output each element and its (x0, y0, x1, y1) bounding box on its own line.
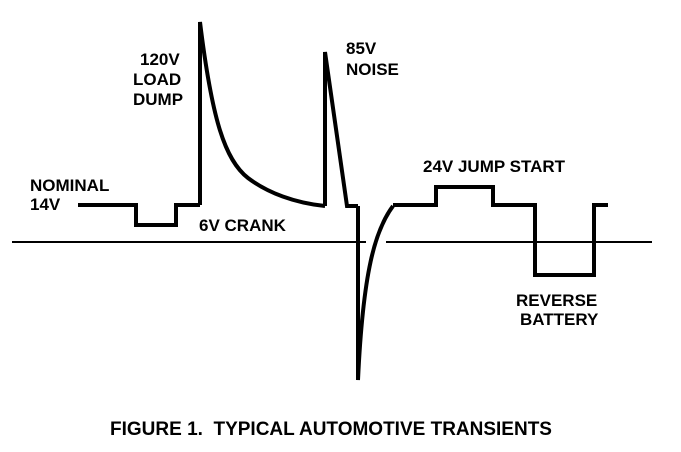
label-noise-line2: NOISE (346, 60, 399, 79)
label-reverse-line1: REVERSE (516, 291, 597, 310)
label-load-dump-line1: 120V (140, 50, 180, 69)
jump-start-and-reverse-trace (393, 185, 608, 277)
noise-spike-trace (323, 51, 358, 208)
label-nominal-line2: 14V (30, 195, 61, 214)
negative-spike-trace (356, 204, 395, 381)
label-crank: 6V CRANK (199, 216, 287, 235)
label-load-dump-line2: LOAD (133, 70, 181, 89)
label-reverse-line2: BATTERY (520, 310, 599, 329)
label-load-dump-line3: DUMP (133, 90, 183, 109)
nominal-and-crank-trace (78, 203, 200, 227)
label-nominal-line1: NOMINAL (30, 176, 109, 195)
load-dump-trace (198, 21, 326, 208)
figure-caption: FIGURE 1. TYPICAL AUTOMOTIVE TRANSIENTS (110, 419, 552, 440)
label-noise-line1: 85V (346, 39, 377, 58)
label-jump-start: 24V JUMP START (423, 157, 566, 176)
